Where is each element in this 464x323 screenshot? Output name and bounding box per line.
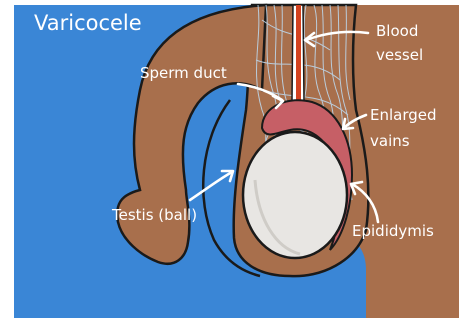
blood-vessel-label-line1: Blood bbox=[376, 22, 418, 40]
testis bbox=[243, 132, 347, 258]
blood-vessel-lumen bbox=[296, 5, 301, 100]
testis-label: Testis (ball) bbox=[111, 206, 197, 224]
sperm-duct-label: Sperm duct bbox=[140, 64, 227, 82]
enlarged-veins-label-line1: Enlarged bbox=[370, 106, 437, 124]
diagram-title: Varicocele bbox=[34, 11, 142, 35]
epididymis-label: Epididymis bbox=[352, 222, 434, 240]
blood-vessel-label-line2: vessel bbox=[376, 46, 423, 64]
enlarged-veins-label-line2: vains bbox=[370, 132, 410, 150]
